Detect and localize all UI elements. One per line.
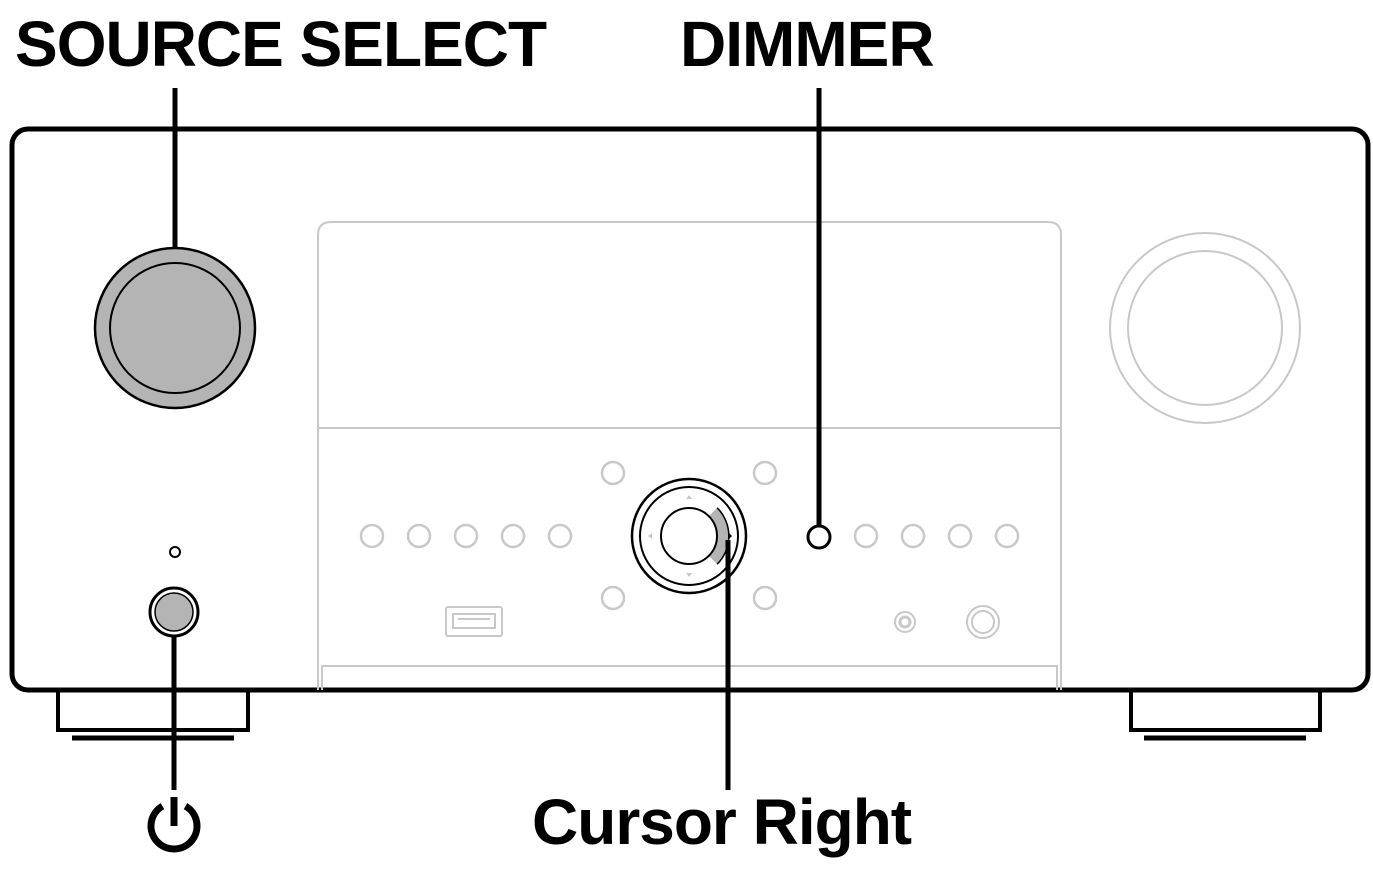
source-select-knob[interactable] bbox=[93, 246, 257, 410]
enter-button[interactable] bbox=[660, 507, 718, 565]
panel-button[interactable] bbox=[853, 523, 879, 549]
input-buttons-left bbox=[359, 523, 573, 549]
panel-button[interactable] bbox=[453, 523, 479, 549]
panel-button[interactable] bbox=[547, 523, 573, 549]
leader-lines bbox=[171, 88, 822, 790]
panel-button[interactable] bbox=[406, 523, 432, 549]
panel-button[interactable] bbox=[359, 523, 385, 549]
panel-button[interactable] bbox=[600, 460, 626, 486]
setup-mic-jack bbox=[894, 611, 916, 633]
power-indicator bbox=[169, 546, 181, 558]
panel-button[interactable] bbox=[500, 523, 526, 549]
power-icon bbox=[147, 797, 201, 853]
arrow-right-icon bbox=[728, 532, 732, 540]
cursor-corner-buttons bbox=[600, 460, 778, 611]
center-panel bbox=[317, 221, 1062, 690]
input-buttons-right bbox=[853, 523, 1020, 549]
usb-port bbox=[445, 606, 503, 637]
receiver-chassis bbox=[9, 126, 1371, 693]
power-button[interactable] bbox=[148, 586, 200, 638]
volume-knob[interactable] bbox=[1109, 232, 1301, 424]
right-foot bbox=[1129, 690, 1322, 741]
headphone-jack bbox=[966, 605, 1000, 639]
source-select-label: SOURCE SELECT bbox=[15, 8, 547, 80]
panel-button[interactable] bbox=[752, 460, 778, 486]
cursor-right-label: Cursor Right bbox=[532, 786, 912, 858]
cursor-pad bbox=[630, 477, 748, 595]
arrow-left-icon bbox=[648, 533, 652, 539]
dimmer-button[interactable] bbox=[806, 524, 832, 550]
left-foot bbox=[56, 690, 250, 741]
panel-button[interactable] bbox=[752, 585, 778, 611]
panel-button[interactable] bbox=[900, 523, 926, 549]
dimmer-label: DIMMER bbox=[680, 8, 935, 80]
arrow-up-icon bbox=[686, 495, 692, 499]
panel-button[interactable] bbox=[600, 585, 626, 611]
panel-button[interactable] bbox=[994, 523, 1020, 549]
arrow-down-icon bbox=[686, 573, 692, 577]
panel-button[interactable] bbox=[947, 523, 973, 549]
